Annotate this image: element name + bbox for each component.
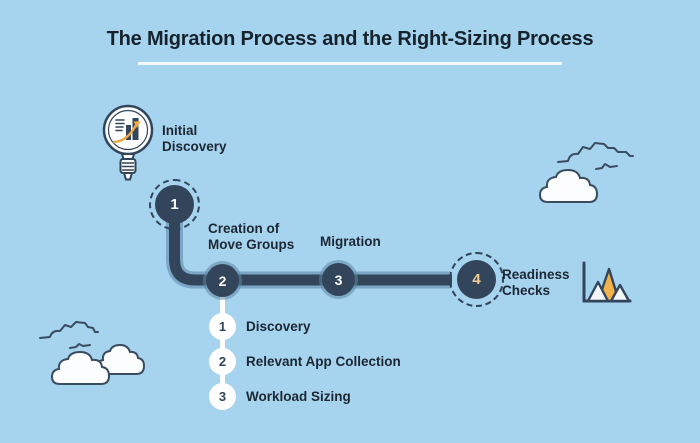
- substep-3-circle: 3: [209, 383, 236, 410]
- step-1-circle: 1: [155, 185, 194, 224]
- clouds-left-decoration: [39, 321, 146, 385]
- step-4-label: Readiness Checks: [502, 267, 570, 298]
- step-4-circle: 4: [457, 260, 496, 299]
- step-3-circle: 3: [322, 263, 355, 296]
- substep-2-number: 2: [218, 354, 227, 369]
- step-1-number: 1: [170, 196, 179, 213]
- title-underline: [138, 62, 562, 65]
- readiness-peaks-chart-icon: [582, 261, 632, 303]
- step-2-label: Creation of Move Groups: [208, 221, 295, 252]
- substep-1-number: 1: [218, 319, 227, 334]
- step-4-number: 4: [472, 271, 481, 288]
- substep-1-circle: 1: [209, 313, 236, 340]
- step-2-number: 2: [218, 272, 227, 289]
- substep-1-label: Discovery: [246, 319, 311, 334]
- step-1-dashed-ring: 1: [149, 179, 200, 230]
- substep-stem: [220, 290, 225, 398]
- clouds-right-decoration: [538, 142, 634, 203]
- step-3-number: 3: [334, 271, 343, 288]
- substep-3-label: Workload Sizing: [246, 389, 351, 404]
- step-1-label: Initial Discovery: [162, 123, 227, 154]
- substep-2-circle: 2: [209, 348, 236, 375]
- step-3-label: Migration: [320, 234, 381, 249]
- substep-2-label: Relevant App Collection: [246, 354, 401, 369]
- step-2-circle: 2: [206, 264, 239, 297]
- step-4-dashed-ring: 4: [449, 252, 504, 307]
- magnifier-discovery-icon: [102, 104, 154, 181]
- page-title: The Migration Process and the Right-Sizi…: [106, 28, 594, 50]
- substep-3-number: 3: [218, 389, 227, 404]
